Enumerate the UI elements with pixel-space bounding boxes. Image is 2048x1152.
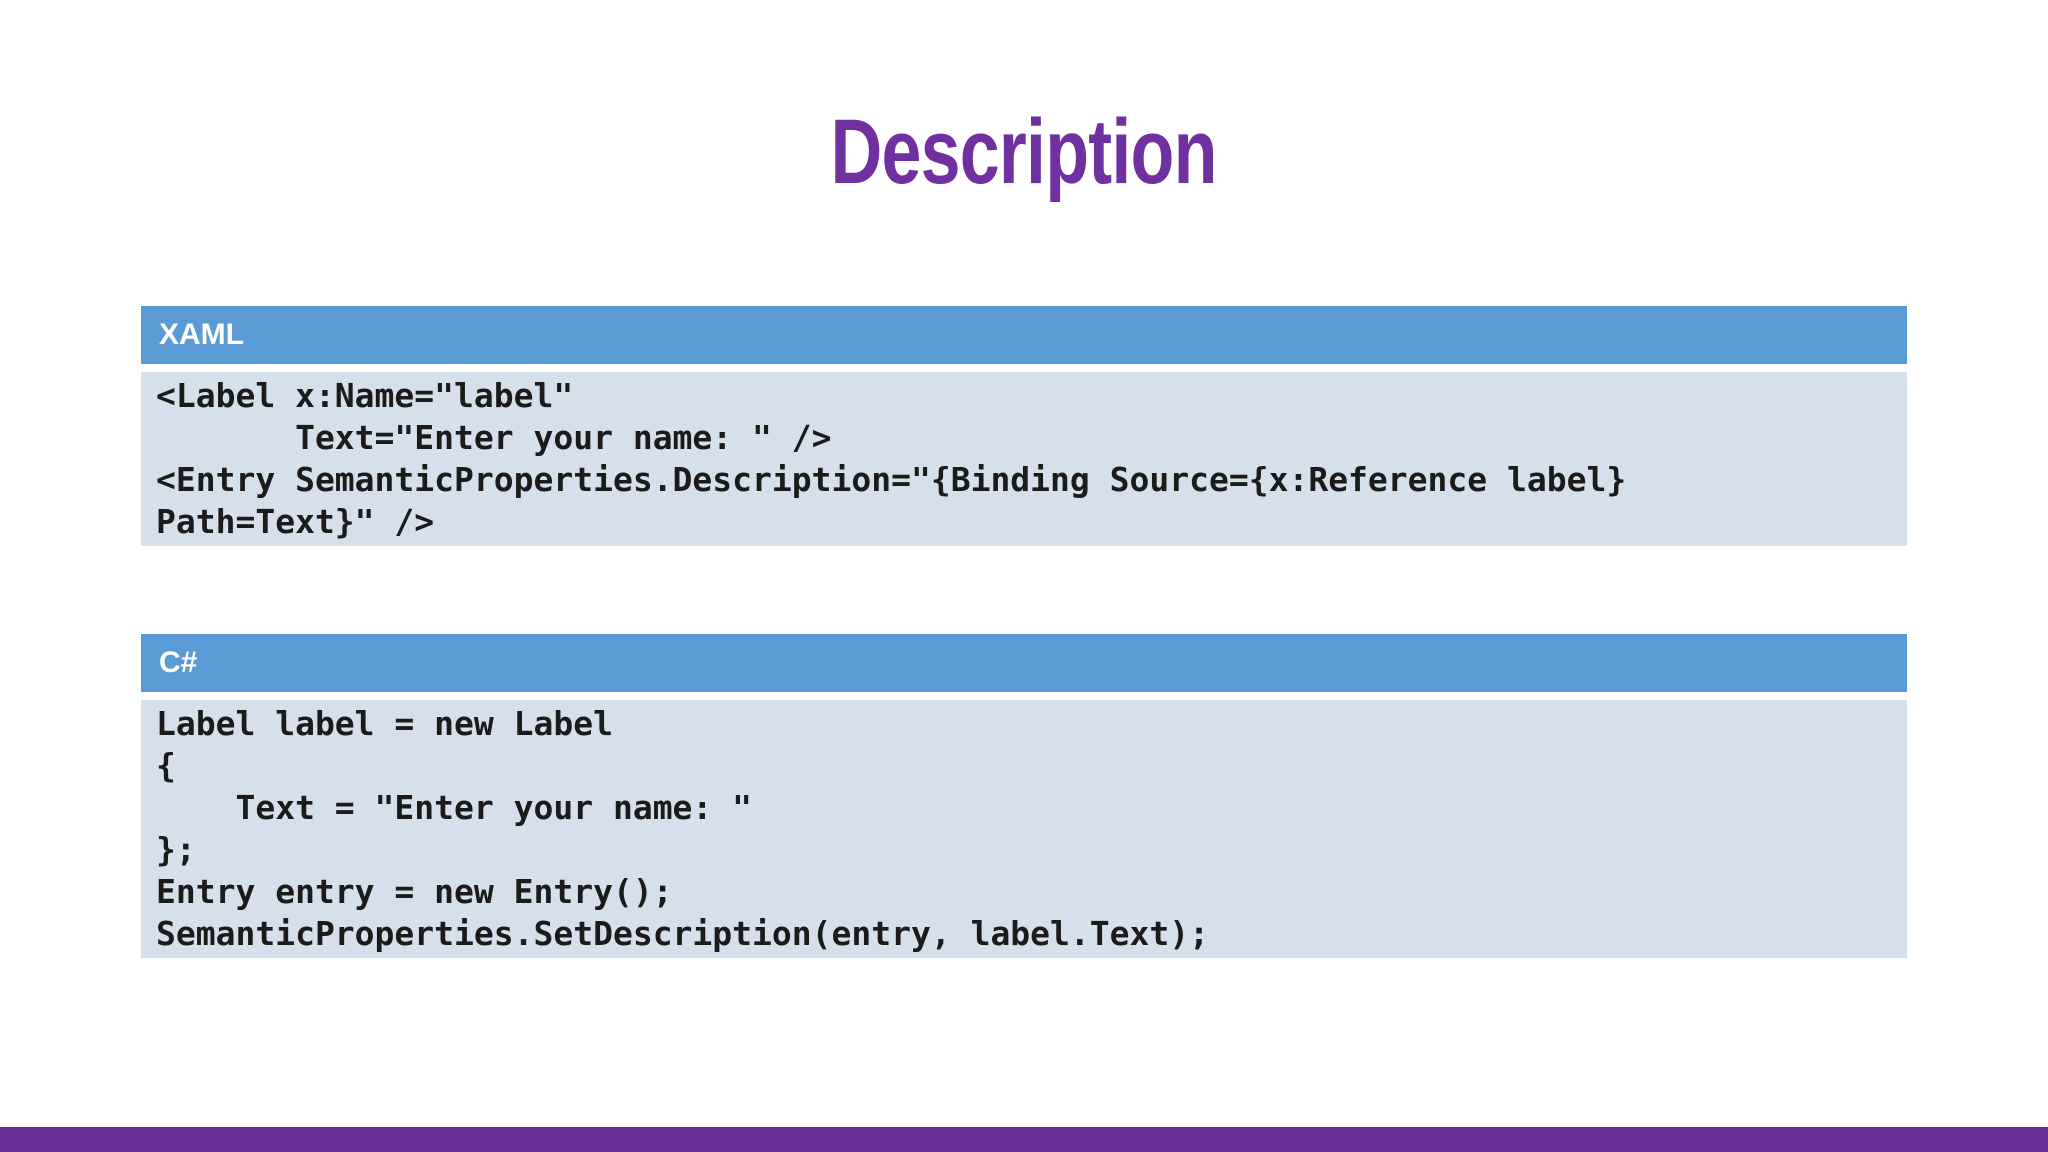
- xaml-panel-header: XAML: [141, 306, 1907, 364]
- xaml-code-content: <Label x:Name="label" Text="Enter your n…: [141, 372, 1907, 546]
- xaml-language-label: XAML: [159, 318, 244, 351]
- csharp-language-label: C#: [159, 646, 198, 679]
- footer-accent-bar: [0, 1127, 2048, 1152]
- page-title: Description: [0, 101, 2048, 203]
- csharp-code-content: Label label = new Label { Text = "Enter …: [141, 700, 1907, 958]
- page-title-text: Description: [830, 101, 1218, 203]
- csharp-panel-header: C#: [141, 634, 1907, 692]
- csharp-code-panel: C# Label label = new Label { Text = "Ent…: [141, 634, 1907, 958]
- xaml-code-panel: XAML <Label x:Name="label" Text="Enter y…: [141, 306, 1907, 546]
